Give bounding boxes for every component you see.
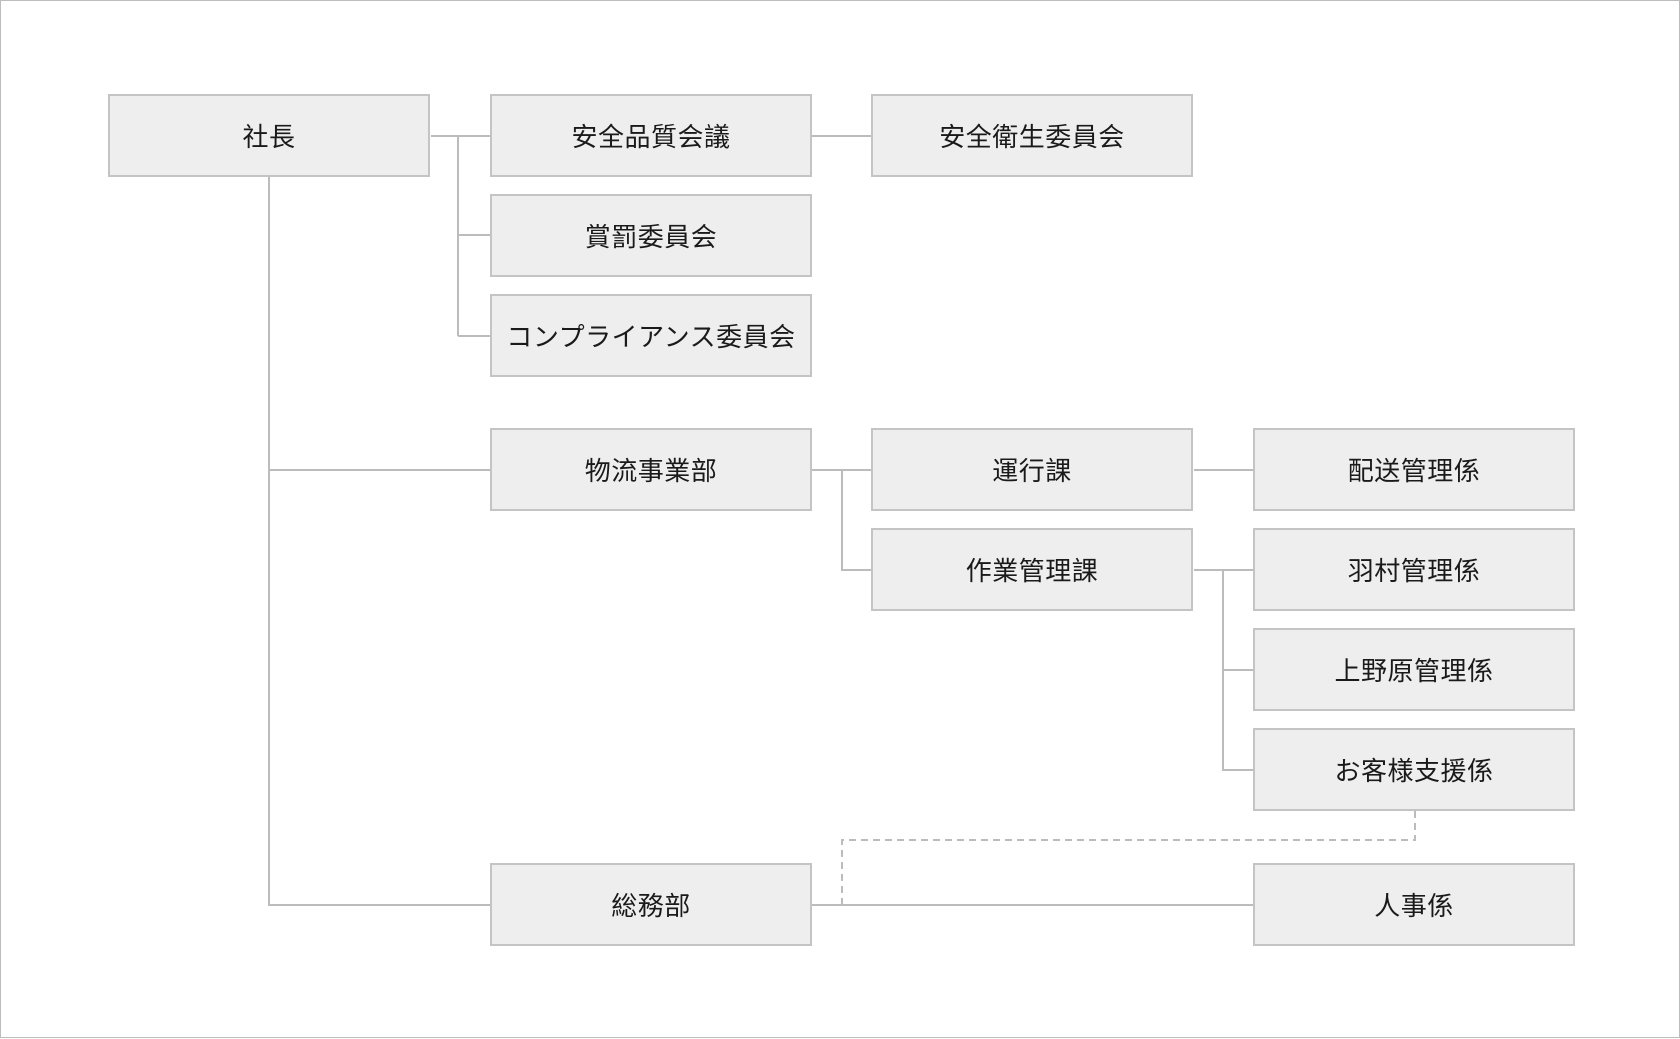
node-general-affairs-department: 総務部 (490, 863, 812, 946)
node-personnel-unit: 人事係 (1253, 863, 1575, 946)
connector-dashed-support (841, 811, 1416, 905)
connector-work-units (1194, 569, 1253, 771)
connector-president-committees (431, 135, 490, 337)
node-hamura-management-unit: 羽村管理係 (1253, 528, 1575, 611)
node-safety-health-committee: 安全衛生委員会 (871, 94, 1193, 177)
node-work-management-section: 作業管理課 (871, 528, 1193, 611)
node-delivery-management-unit: 配送管理係 (1253, 428, 1575, 511)
node-logistics-division: 物流事業部 (490, 428, 812, 511)
node-operations-section: 運行課 (871, 428, 1193, 511)
connector-president-trunk (268, 177, 490, 906)
node-reward-punishment-committee: 賞罰委員会 (490, 194, 812, 277)
node-customer-support-unit: お客様支援係 (1253, 728, 1575, 811)
node-safety-quality-meeting: 安全品質会議 (490, 94, 812, 177)
node-uenohara-management-unit: 上野原管理係 (1253, 628, 1575, 711)
connector-logistics-sections (812, 469, 871, 571)
node-president: 社長 (108, 94, 430, 177)
node-compliance-committee: コンプライアンス委員会 (490, 294, 812, 377)
